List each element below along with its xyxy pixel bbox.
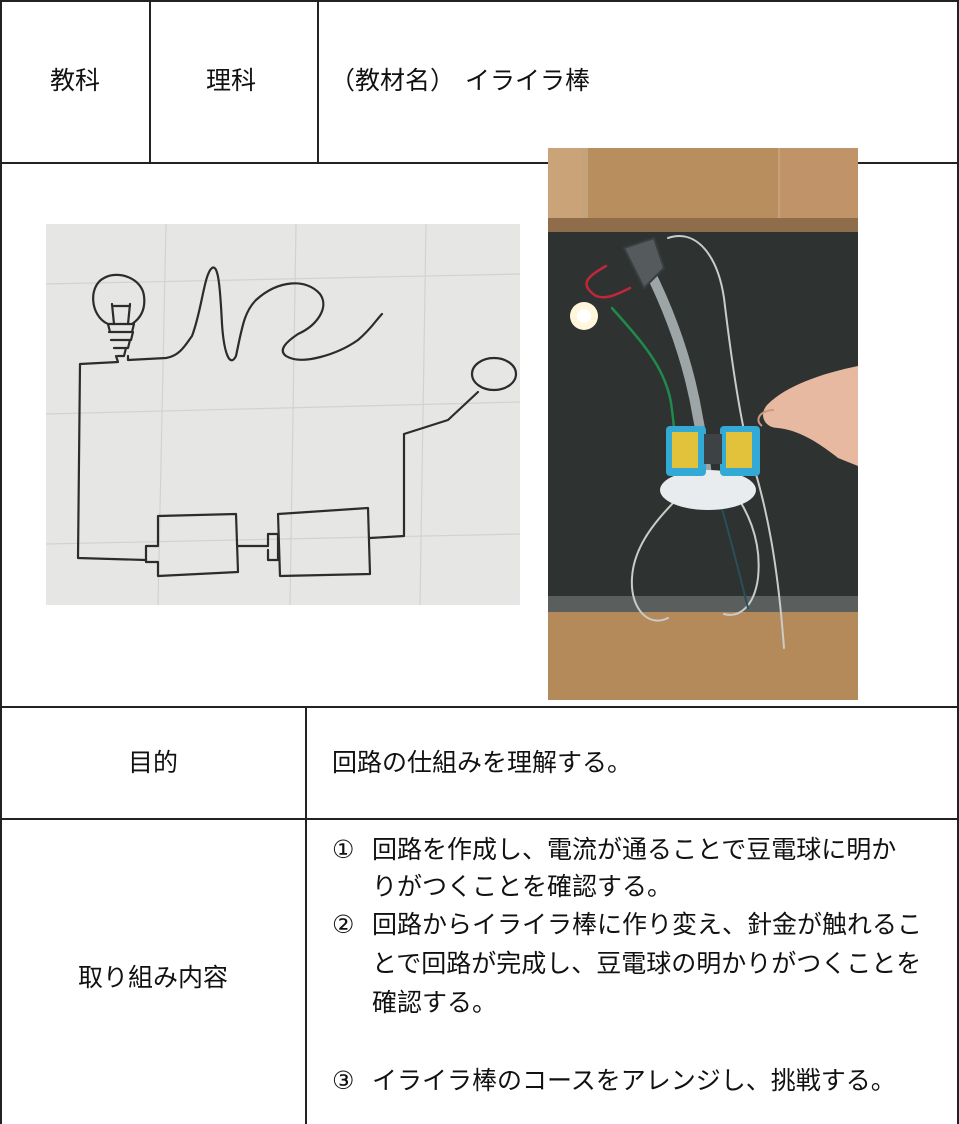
activity-line: りがつくことを確認する。 <box>372 872 673 901</box>
circuit-drawing-photo <box>46 224 520 605</box>
bulb-base-sketch <box>106 322 136 358</box>
activity-line: 回路を作成し、電流が通ることで豆電球に明か <box>372 835 897 864</box>
activity-number-2: ② <box>332 910 355 939</box>
header-divider-2 <box>317 0 319 163</box>
purpose-label: 目的 <box>128 748 179 777</box>
circuit-wire-left <box>76 354 148 562</box>
header-divider-1 <box>149 0 151 163</box>
activity-number-3: ③ <box>332 1066 355 1095</box>
material-name: イライラ棒 <box>465 66 591 95</box>
activity-line: 回路からイライラ棒に作り変え、針金が触れるこ <box>372 910 923 939</box>
label-column-divider <box>305 707 307 1124</box>
subject-label: 教科 <box>50 66 101 95</box>
battery-sketch-1-icon <box>144 512 240 578</box>
material-title: （教材名） イライラ棒 <box>330 68 590 93</box>
row-divider-header <box>0 162 959 164</box>
activity-line: とで回路が完成し、豆電球の明かりがつくことを <box>372 949 922 978</box>
device-photo <box>548 148 858 700</box>
hand <box>763 366 858 466</box>
battery-sketch-2-icon <box>276 506 372 578</box>
row-divider-images <box>0 706 959 708</box>
subject-value: 理科 <box>206 66 257 95</box>
material-label: （教材名） <box>330 66 456 95</box>
circuit-wire-top <box>126 266 384 362</box>
activity-line: イライラ棒のコースをアレンジし、挑戦する。 <box>372 1066 896 1095</box>
activity-line: 確認する。 <box>372 988 498 1017</box>
table-border-left <box>0 0 2 1124</box>
activity-number-1: ① <box>332 835 355 864</box>
paper-background <box>46 224 520 605</box>
bulb-sketch-icon <box>92 273 146 326</box>
loop-ring-sketch <box>470 356 518 392</box>
purpose-text: 回路の仕組みを理解する。 <box>332 748 633 777</box>
device-base <box>660 470 756 510</box>
table-border-top <box>0 0 959 2</box>
activities-label: 取り組み内容 <box>78 963 229 992</box>
table-border-right <box>957 0 959 1124</box>
circuit-wire-right <box>368 390 480 540</box>
paper-grid <box>46 224 520 605</box>
row-divider-purpose <box>0 818 959 820</box>
